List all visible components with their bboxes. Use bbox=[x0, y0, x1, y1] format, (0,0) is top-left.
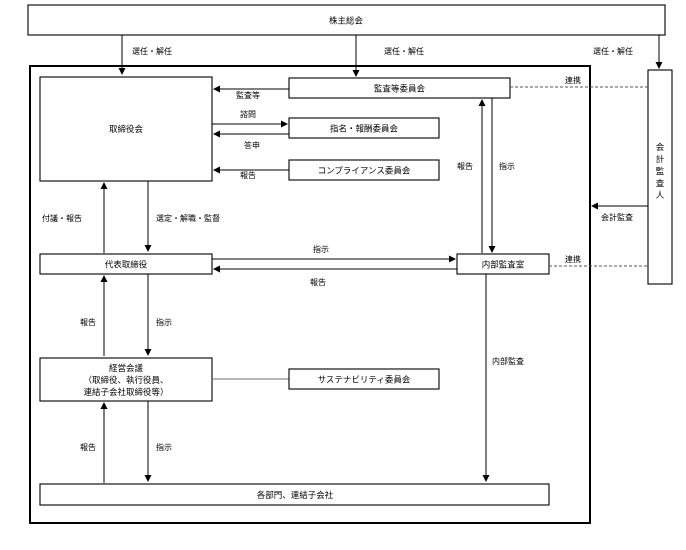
internal-audit-box bbox=[456, 253, 550, 275]
answer-label: 答申 bbox=[244, 140, 260, 150]
departments-label: 各部門、連結子会社 bbox=[257, 490, 334, 501]
accounting-audit-label: 会計監査 bbox=[601, 212, 633, 222]
ia-report-up-label: 報告 bbox=[457, 161, 473, 171]
auditors-box bbox=[647, 69, 673, 285]
board-box bbox=[39, 76, 213, 182]
elect-label-audit: 選任・解任 bbox=[384, 46, 424, 56]
company-frame bbox=[29, 65, 591, 524]
cooperate-label-audit: 連携 bbox=[565, 75, 581, 85]
auditors-label-2: 計 bbox=[656, 154, 665, 165]
compliance-committee-label: コンプライアンス委員会 bbox=[318, 166, 411, 177]
ia-instruct-label: 指示 bbox=[499, 161, 515, 171]
representative-director-label: 代表取締役 bbox=[105, 260, 148, 271]
board-label: 取締役会 bbox=[109, 124, 144, 135]
shareholders-meeting-box bbox=[27, 4, 666, 36]
nomination-committee-box bbox=[288, 117, 440, 139]
management-meeting-line-3: 連結子会社取締役等） bbox=[83, 387, 168, 398]
compliance-report-label: 報告 bbox=[240, 170, 256, 180]
auditors-label-5: 人 bbox=[656, 191, 665, 201]
representative-director-box bbox=[39, 253, 213, 275]
departments-box bbox=[39, 483, 550, 506]
nomination-committee-label: 指名・報酬委員会 bbox=[330, 124, 399, 135]
auditors-label-3: 監 bbox=[656, 166, 665, 177]
audit-committee-box bbox=[288, 77, 511, 99]
rd-instruct-label: 指示 bbox=[313, 244, 329, 254]
auditors-label-1: 会 bbox=[656, 142, 665, 153]
shareholders-meeting-label: 株主総会 bbox=[329, 16, 364, 27]
rd-report-label: 報告 bbox=[310, 277, 326, 287]
agenda-report-label: 付議・報告 bbox=[42, 213, 82, 223]
consult-label: 諮問 bbox=[240, 109, 256, 119]
auditors-label-4: 査 bbox=[656, 178, 665, 189]
dept-instruct-label: 指示 bbox=[156, 442, 172, 452]
internal-audit-edge-label: 内部監査 bbox=[492, 356, 524, 366]
elect-label-board: 選任・解任 bbox=[132, 46, 172, 56]
supervise-label: 選定・解職・監督 bbox=[156, 213, 220, 223]
management-meeting-line-1: 経営会議 bbox=[109, 363, 144, 374]
internal-audit-label: 内部監査室 bbox=[482, 260, 525, 271]
sustainability-committee-box bbox=[288, 368, 440, 390]
sustainability-committee-label: サステナビリティ委員会 bbox=[318, 375, 411, 386]
cooperate-label-ia: 連携 bbox=[565, 254, 581, 264]
audit-etc-label: 監査等 bbox=[236, 90, 260, 100]
mm-report-label: 報告 bbox=[80, 317, 96, 327]
mm-instruct-label: 指示 bbox=[156, 317, 172, 327]
audit-committee-label: 監査等委員会 bbox=[374, 84, 426, 95]
elect-label-auditors: 選任・解任 bbox=[593, 46, 633, 56]
dept-report-label: 報告 bbox=[80, 442, 96, 452]
management-meeting-line-2: （取締役、執行役員、 bbox=[83, 375, 168, 386]
